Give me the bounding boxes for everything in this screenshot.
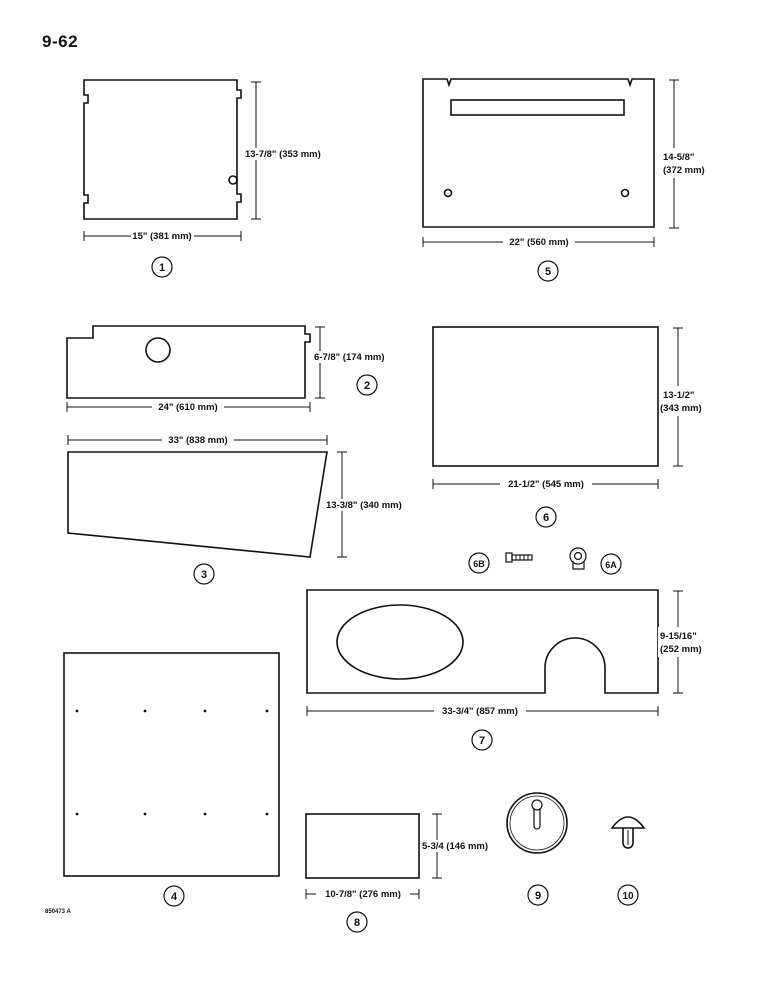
svg-text:1: 1 — [159, 262, 165, 274]
svg-text:2: 2 — [364, 380, 370, 392]
part-6-height-label-2: (343 mm) — [660, 403, 702, 414]
part-6b-callout — [468, 552, 490, 574]
svg-text:4: 4 — [171, 891, 178, 903]
part-8-width-label: 10-7/8" (276 mm) — [325, 889, 401, 900]
part-2-width-label: 24" (610 mm) — [158, 402, 217, 413]
part-5-panel: 22" (560 mm) 14-5/8" (372 mm) 5 — [422, 78, 711, 282]
svg-text:10: 10 — [622, 891, 634, 902]
part-3-height-label: 13-3/8" (340 mm) — [326, 500, 402, 511]
part-2-hole — [145, 337, 171, 363]
part-5-height-label-2: (372 mm) — [663, 165, 705, 176]
part-5-height-label-1: 14-5/8" — [663, 152, 694, 163]
svg-text:6: 6 — [543, 512, 549, 524]
part-4-callout — [163, 885, 185, 907]
part-10-plug: 10 — [610, 816, 646, 906]
part-9-cap: 9 — [506, 792, 568, 906]
part-1-width-label: 15" (381 mm) — [132, 231, 191, 242]
svg-text:3: 3 — [201, 569, 207, 581]
part-7-callout — [471, 729, 493, 751]
part-3-callout — [193, 563, 215, 585]
part-6b-bolt: 6B — [468, 552, 533, 574]
svg-text:6A: 6A — [605, 560, 617, 570]
svg-text:9: 9 — [535, 890, 541, 902]
part-3-panel: 33" (838 mm) 13-3/8" (340 mm) 3 — [67, 434, 414, 585]
part-1-height-label: 13-7/8" (353 mm) — [245, 149, 321, 160]
part-6a-nut: 6A — [569, 547, 622, 575]
svg-text:8: 8 — [354, 917, 360, 929]
page-number: 9-62 — [42, 32, 79, 51]
part-7-height-label-2: (252 mm) — [660, 644, 702, 655]
part-9-callout — [527, 884, 549, 906]
part-7-height-label-1: 9-15/16" — [660, 631, 697, 642]
part-6-callout — [535, 506, 557, 528]
part-6-panel: 21-1/2" (545 mm) 13-1/2" (343 mm) 6 — [432, 326, 716, 528]
svg-text:5: 5 — [545, 266, 551, 278]
part-6-height-label-1: 13-1/2" — [663, 390, 694, 401]
part-7-oval-cutout — [336, 604, 464, 680]
part-6a-callout — [600, 553, 622, 575]
part-2-callout — [356, 374, 378, 396]
part-7-width-label: 33-3/4" (857 mm) — [442, 706, 518, 717]
svg-text:7: 7 — [479, 735, 485, 747]
part-6-width-label: 21-1/2" (545 mm) — [508, 479, 584, 490]
part-2-panel: 24" (610 mm) 6-7/8" (174 mm) 2 — [66, 325, 400, 413]
part-5-callout — [537, 260, 559, 282]
part-5-width-label: 22" (560 mm) — [509, 237, 568, 248]
part-4-panel: 4 — [63, 652, 280, 907]
reference-code: 850473 A — [45, 909, 71, 915]
part-3-width-label: 33" (838 mm) — [168, 435, 227, 446]
part-1-panel: 15" (381 mm) 13-7/8" (353 mm) 1 — [83, 79, 333, 278]
part-7-panel: 33-3/4" (857 mm) 9-15/16" (252 mm) 7 — [306, 589, 716, 751]
part-8-height-label: 5-3/4 (146 mm) — [422, 841, 488, 852]
part-8-callout — [346, 911, 368, 933]
svg-text:6B: 6B — [473, 559, 485, 569]
part-2-height-label: 6-7/8" (174 mm) — [314, 352, 385, 363]
part-1-hole — [228, 175, 238, 185]
part-10-callout — [617, 884, 639, 906]
part-8-panel: 10-7/8" (276 mm) 5-3/4 (146 mm) 8 — [305, 813, 501, 933]
part-1-callout — [151, 256, 173, 278]
